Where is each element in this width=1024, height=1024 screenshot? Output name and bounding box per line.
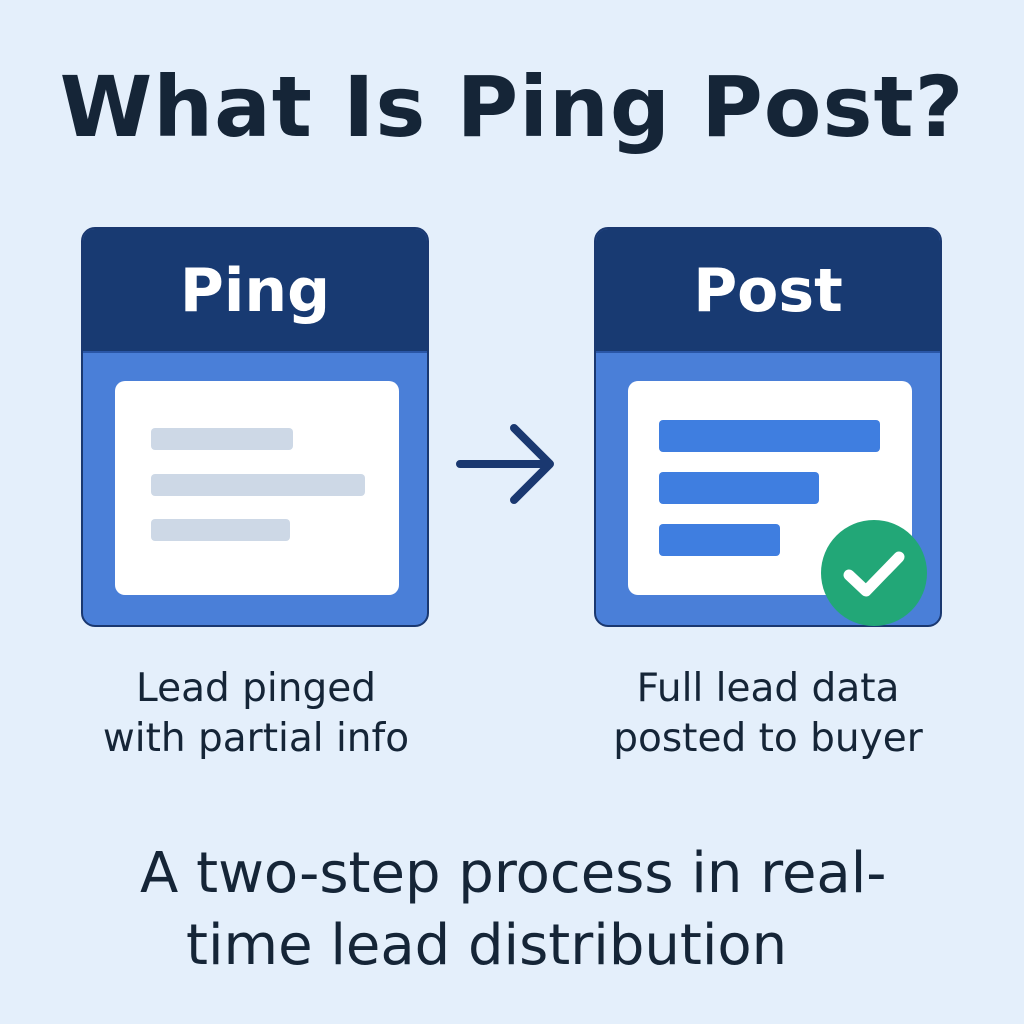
page-title: What Is Ping Post? (59, 58, 965, 156)
check-circle-icon (821, 520, 927, 626)
ping-caption-line: Lead pinged (136, 666, 376, 711)
subtitle-line: A two-step process in real- (140, 841, 887, 906)
partial-lead-document (115, 381, 399, 595)
partial-data-line (151, 428, 293, 450)
post-caption-line: posted to buyer (613, 716, 923, 761)
full-data-line (659, 472, 819, 504)
full-data-line (659, 524, 780, 556)
ping-caption-line: with partial info (102, 716, 410, 761)
post-caption-line: Full lead data (636, 666, 900, 711)
post-card-header: Post (596, 229, 940, 353)
partial-data-line (151, 474, 365, 496)
subtitle: A two-step process in real- time lead di… (140, 838, 980, 982)
ping-card: Ping (81, 227, 429, 627)
post-caption: Full lead data posted to buyer (578, 664, 958, 764)
partial-data-line (151, 519, 290, 541)
full-data-line (659, 420, 880, 452)
arrow-right-icon (456, 424, 554, 504)
subtitle-line: time lead distribution (186, 913, 788, 978)
ping-card-header: Ping (83, 229, 427, 353)
ping-caption: Lead pinged with partial info (66, 664, 446, 764)
